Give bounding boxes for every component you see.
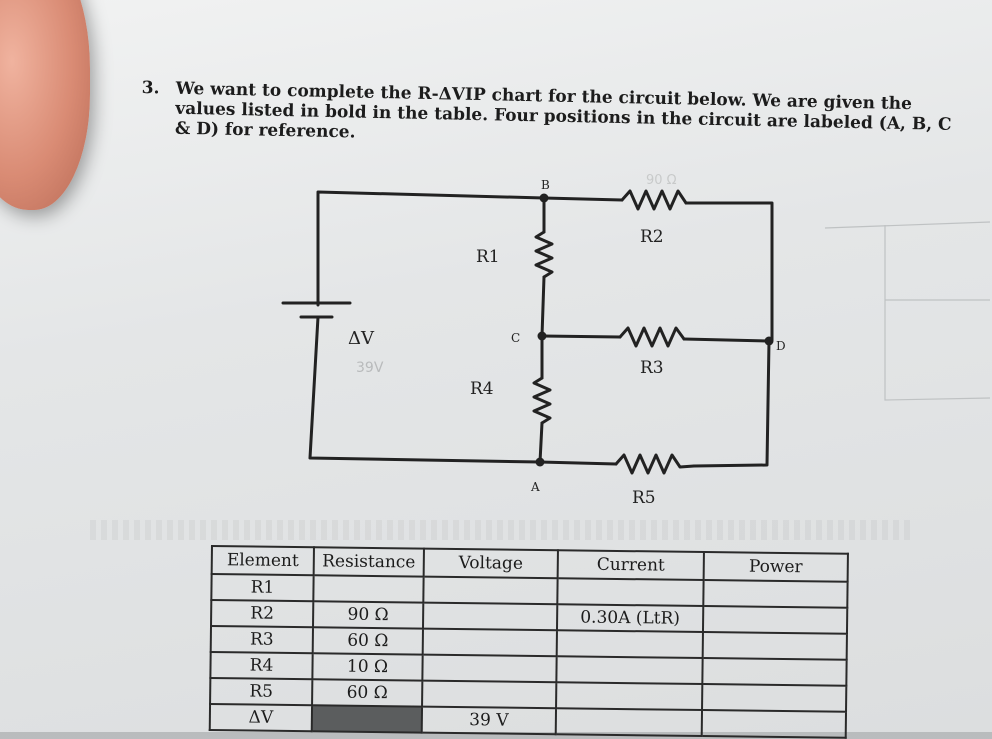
cell-resistance: 60 Ω xyxy=(312,627,423,655)
cell-current xyxy=(556,656,703,685)
wire-d-down xyxy=(692,339,771,468)
battery-label: ΔV xyxy=(348,328,375,349)
cell-power xyxy=(701,710,847,738)
node-c-dot xyxy=(537,331,547,341)
resistor-r1-zigzag xyxy=(534,230,554,279)
cell-element: ΔV xyxy=(209,704,313,732)
node-b-label: B xyxy=(541,178,550,192)
wire-r2-right xyxy=(684,201,774,342)
header-current: Current xyxy=(557,550,704,581)
wire-b-r2 xyxy=(542,196,624,202)
cell-resistance-shaded xyxy=(311,705,423,733)
rdvip-table: Element Resistance Voltage Current Power… xyxy=(209,545,849,739)
r4-label: R4 xyxy=(470,379,494,399)
node-d-dot xyxy=(764,336,774,346)
node-b-dot xyxy=(539,193,549,203)
r3-label: R3 xyxy=(640,358,664,378)
bleed-through-text xyxy=(90,520,910,540)
cell-current xyxy=(556,630,703,659)
wire-a-r5 xyxy=(538,460,618,466)
cell-current xyxy=(557,578,704,607)
cell-resistance: 60 Ω xyxy=(312,679,423,707)
cell-power xyxy=(702,658,847,686)
resistor-r5-zigzag xyxy=(614,453,696,475)
faint-background-sketch xyxy=(824,221,991,401)
wire-top-left xyxy=(316,190,546,307)
cell-element: R2 xyxy=(211,600,314,628)
cell-power xyxy=(702,632,847,660)
r2-handwritten-note: 90 Ω xyxy=(646,173,677,188)
cell-element: R1 xyxy=(211,574,314,602)
header-power: Power xyxy=(703,552,848,582)
cell-element: R3 xyxy=(210,626,314,654)
cell-resistance: 90 Ω xyxy=(313,601,424,629)
cell-resistance: 10 Ω xyxy=(312,653,423,681)
resistor-r2-zigzag xyxy=(620,189,688,211)
node-d-label: D xyxy=(776,339,786,353)
cell-power xyxy=(702,606,848,634)
resistor-r3-zigzag xyxy=(618,326,686,348)
cell-power xyxy=(702,684,847,712)
node-c-label: C xyxy=(511,331,520,345)
cell-voltage xyxy=(423,576,558,605)
battery-handwritten-note: 39V xyxy=(356,360,384,376)
r1-label: R1 xyxy=(476,247,500,267)
cell-current xyxy=(556,682,703,711)
header-voltage: Voltage xyxy=(423,548,558,579)
cell-voltage xyxy=(422,628,557,657)
header-resistance: Resistance xyxy=(313,547,424,577)
cell-power xyxy=(703,580,848,608)
cell-resistance xyxy=(313,575,424,603)
wire-c-r3 xyxy=(540,334,622,339)
r5-label: R5 xyxy=(632,488,656,508)
cell-element: R5 xyxy=(210,678,313,706)
wire-r4-a xyxy=(538,421,544,464)
cell-voltage xyxy=(422,680,557,709)
header-element: Element xyxy=(211,546,314,576)
wire-bottom-left xyxy=(308,315,542,464)
resistor-r4-zigzag xyxy=(532,376,552,425)
cell-voltage xyxy=(422,654,557,683)
node-a-label: A xyxy=(530,480,540,494)
cell-element: R4 xyxy=(210,652,313,680)
cell-current: 0.30A (LtR) xyxy=(556,604,704,633)
wire-r1-c xyxy=(540,275,546,338)
node-a-dot xyxy=(535,457,545,467)
cell-voltage: 39 V xyxy=(421,706,557,735)
wire-r3-d xyxy=(682,337,771,343)
cell-voltage xyxy=(422,602,558,631)
r2-label: R2 xyxy=(640,227,664,247)
